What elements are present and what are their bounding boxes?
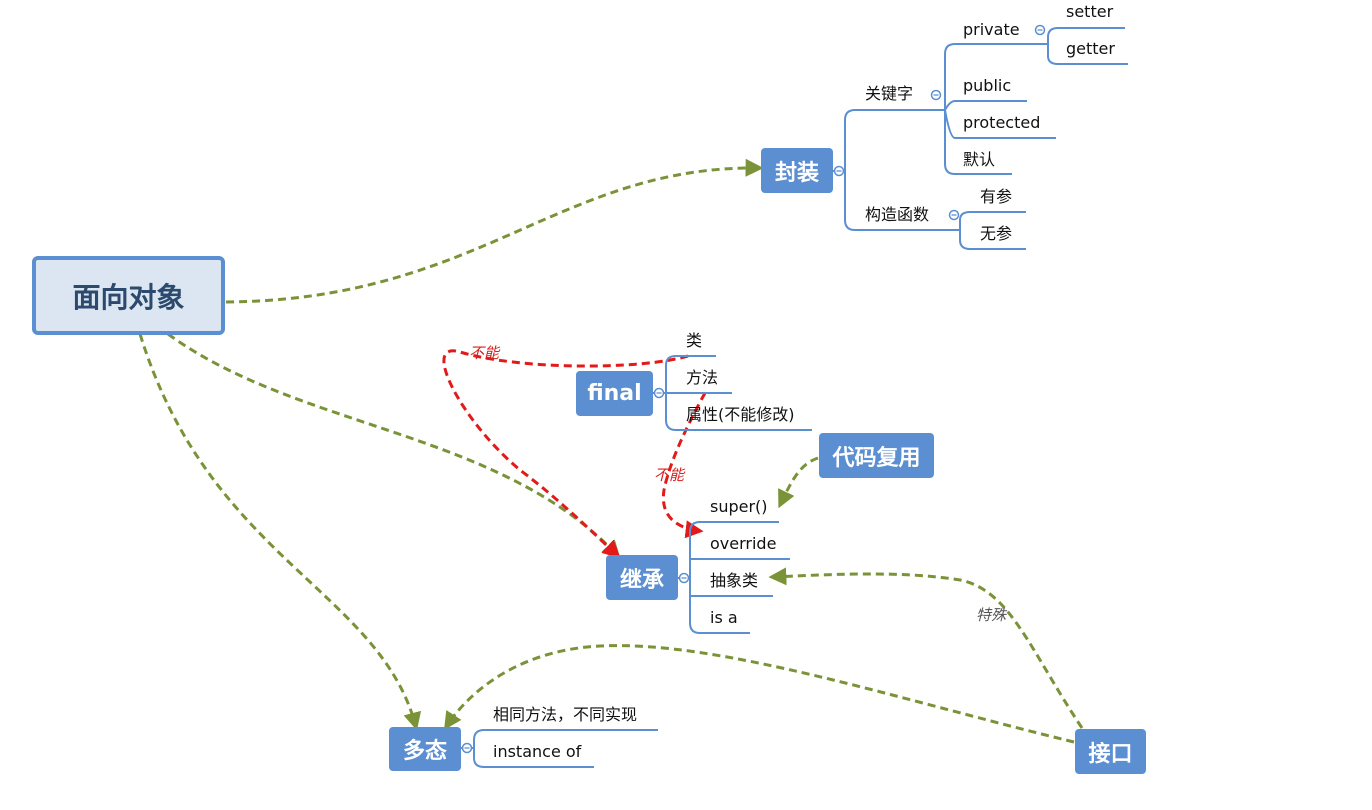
arrow-interface-to-polymorphism [444, 644, 1075, 744]
leaf-override[interactable]: override [710, 534, 777, 553]
node-code-reuse[interactable]: 代码复用 [819, 433, 934, 478]
leaf-default[interactable]: 默认 [963, 150, 996, 169]
leaf-final-class[interactable]: 类 [686, 331, 703, 350]
leaf-same-method-different-impl[interactable]: 相同方法，不同实现 [493, 705, 638, 724]
arrow-final-method-cannot-override [661, 392, 707, 539]
node-final[interactable]: final [576, 371, 653, 416]
leaf-setter[interactable]: setter [1066, 2, 1114, 21]
arrow-code-reuse-to-super [778, 456, 819, 509]
leaf-private[interactable]: private [963, 20, 1020, 39]
leaf-final-property[interactable]: 属性(不能修改) [686, 405, 795, 424]
arrow-root-to-polymorphism [138, 333, 422, 731]
leaf-getter[interactable]: getter [1066, 39, 1115, 58]
leaf-with-params[interactable]: 有参 [980, 187, 1013, 206]
leaf-no-params[interactable]: 无参 [980, 224, 1013, 243]
leaf-instance-of[interactable]: instance of [493, 742, 582, 761]
leaf-final-method[interactable]: 方法 [686, 368, 719, 387]
root-node-object-oriented[interactable]: 面向对象 [32, 256, 225, 335]
relation-label-cannot-inherit: 不能 [469, 344, 500, 362]
arrow-root-to-inheritance [167, 332, 621, 559]
node-polymorphism[interactable]: 多态 [389, 727, 461, 771]
arrow-interface-to-abstract-class [768, 567, 1084, 729]
leaf-constructor[interactable]: 构造函数 [865, 205, 930, 224]
relation-label-special: 特殊 [976, 606, 1007, 624]
arrow-root-to-encapsulation [225, 158, 764, 304]
node-interface[interactable]: 接口 [1075, 729, 1146, 774]
leaf-keyword[interactable]: 关键字 [865, 84, 914, 103]
leaf-abstract-class[interactable]: 抽象类 [710, 571, 759, 590]
leaf-is-a[interactable]: is a [710, 608, 738, 627]
leaf-super[interactable]: super() [710, 497, 768, 516]
leaf-protected[interactable]: protected [963, 113, 1041, 132]
node-encapsulation[interactable]: 封装 [761, 148, 833, 193]
node-inheritance[interactable]: 继承 [606, 555, 678, 600]
leaf-public[interactable]: public [963, 76, 1012, 95]
relation-label-cannot-override: 不能 [654, 466, 685, 484]
arrow-final-class-cannot-inherit [442, 349, 689, 559]
